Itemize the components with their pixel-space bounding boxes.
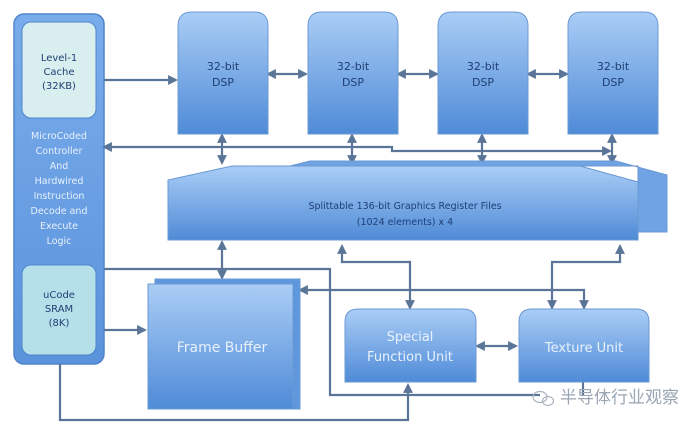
dsp1-label-2: DSP (212, 76, 234, 89)
register-files-label-1: Splittable 136-bit Graphics Register Fil… (308, 201, 501, 212)
dsp2-label-2: DSP (342, 76, 364, 89)
logic-label-4: Hardwired (35, 176, 84, 187)
level1-cache-block (21, 21, 97, 119)
sram-label-1: uCode (43, 290, 75, 301)
logic-label-5: Instruction (34, 191, 85, 202)
sfu-label-1: Special (387, 330, 434, 345)
connector-texture-regs (547, 244, 625, 310)
texture-unit-block: Texture Unit (518, 308, 650, 383)
connector-sram-sfu (58, 364, 413, 422)
logic-label-8: Logic (47, 236, 72, 247)
connectors (58, 69, 625, 422)
special-function-unit-block: Special Function Unit (344, 308, 477, 383)
connector-sram-top (104, 267, 540, 397)
logic-label-7: Execute (40, 221, 78, 232)
dsp3-label-1: 32-bit (467, 60, 500, 73)
dsp-block-4: 32-bit DSP (567, 11, 659, 135)
register-files-block: Splittable 136-bit Graphics Register Fil… (167, 160, 668, 241)
sram-label-2: SRAM (45, 304, 73, 315)
dsp2-label-1: 32-bit (337, 60, 370, 73)
logic-label-1: MicroCoded (31, 131, 87, 142)
register-files-back-layer (289, 160, 668, 233)
register-files-label-2: (1024 elements) x 4 (357, 217, 453, 228)
dsp4-label-2: DSP (602, 76, 624, 89)
connector-bus (102, 142, 612, 156)
dsp1-label-1: 32-bit (207, 60, 240, 73)
texture-unit-label: Texture Unit (544, 341, 623, 356)
watermark-text: 半导体行业观察 (560, 388, 679, 408)
cache-label-2: Cache (43, 67, 74, 78)
logic-label-3: And (50, 161, 69, 172)
dsp3-label-2: DSP (472, 76, 494, 89)
logic-label-2: Controller (36, 146, 83, 157)
frame-buffer-label: Frame Buffer (177, 340, 268, 356)
connector-sfu-regs (337, 244, 415, 310)
logic-label-6: Decode and (31, 206, 88, 217)
ucode-sram-block (21, 264, 97, 356)
connector-texture-framebuffer (298, 285, 589, 310)
frame-buffer-block: Frame Buffer (147, 278, 301, 410)
sfu-label-2: Function Unit (367, 350, 453, 365)
dsp-block-3: 32-bit DSP (437, 11, 529, 135)
dsp4-label-1: 32-bit (597, 60, 630, 73)
dsp-block-1: 32-bit DSP (177, 11, 269, 135)
cache-label-1: Level-1 (41, 53, 77, 64)
register-files-front-layer (167, 165, 639, 241)
controller-block: Level-1 Cache (32KB) MicroCoded Controll… (13, 13, 105, 365)
dsp-block-2: 32-bit DSP (307, 11, 399, 135)
watermark: 半导体行业观察 (532, 388, 679, 408)
cache-label-3: (32KB) (42, 81, 76, 92)
wechat-icon (532, 390, 555, 407)
sram-label-3: (8K) (49, 318, 70, 329)
